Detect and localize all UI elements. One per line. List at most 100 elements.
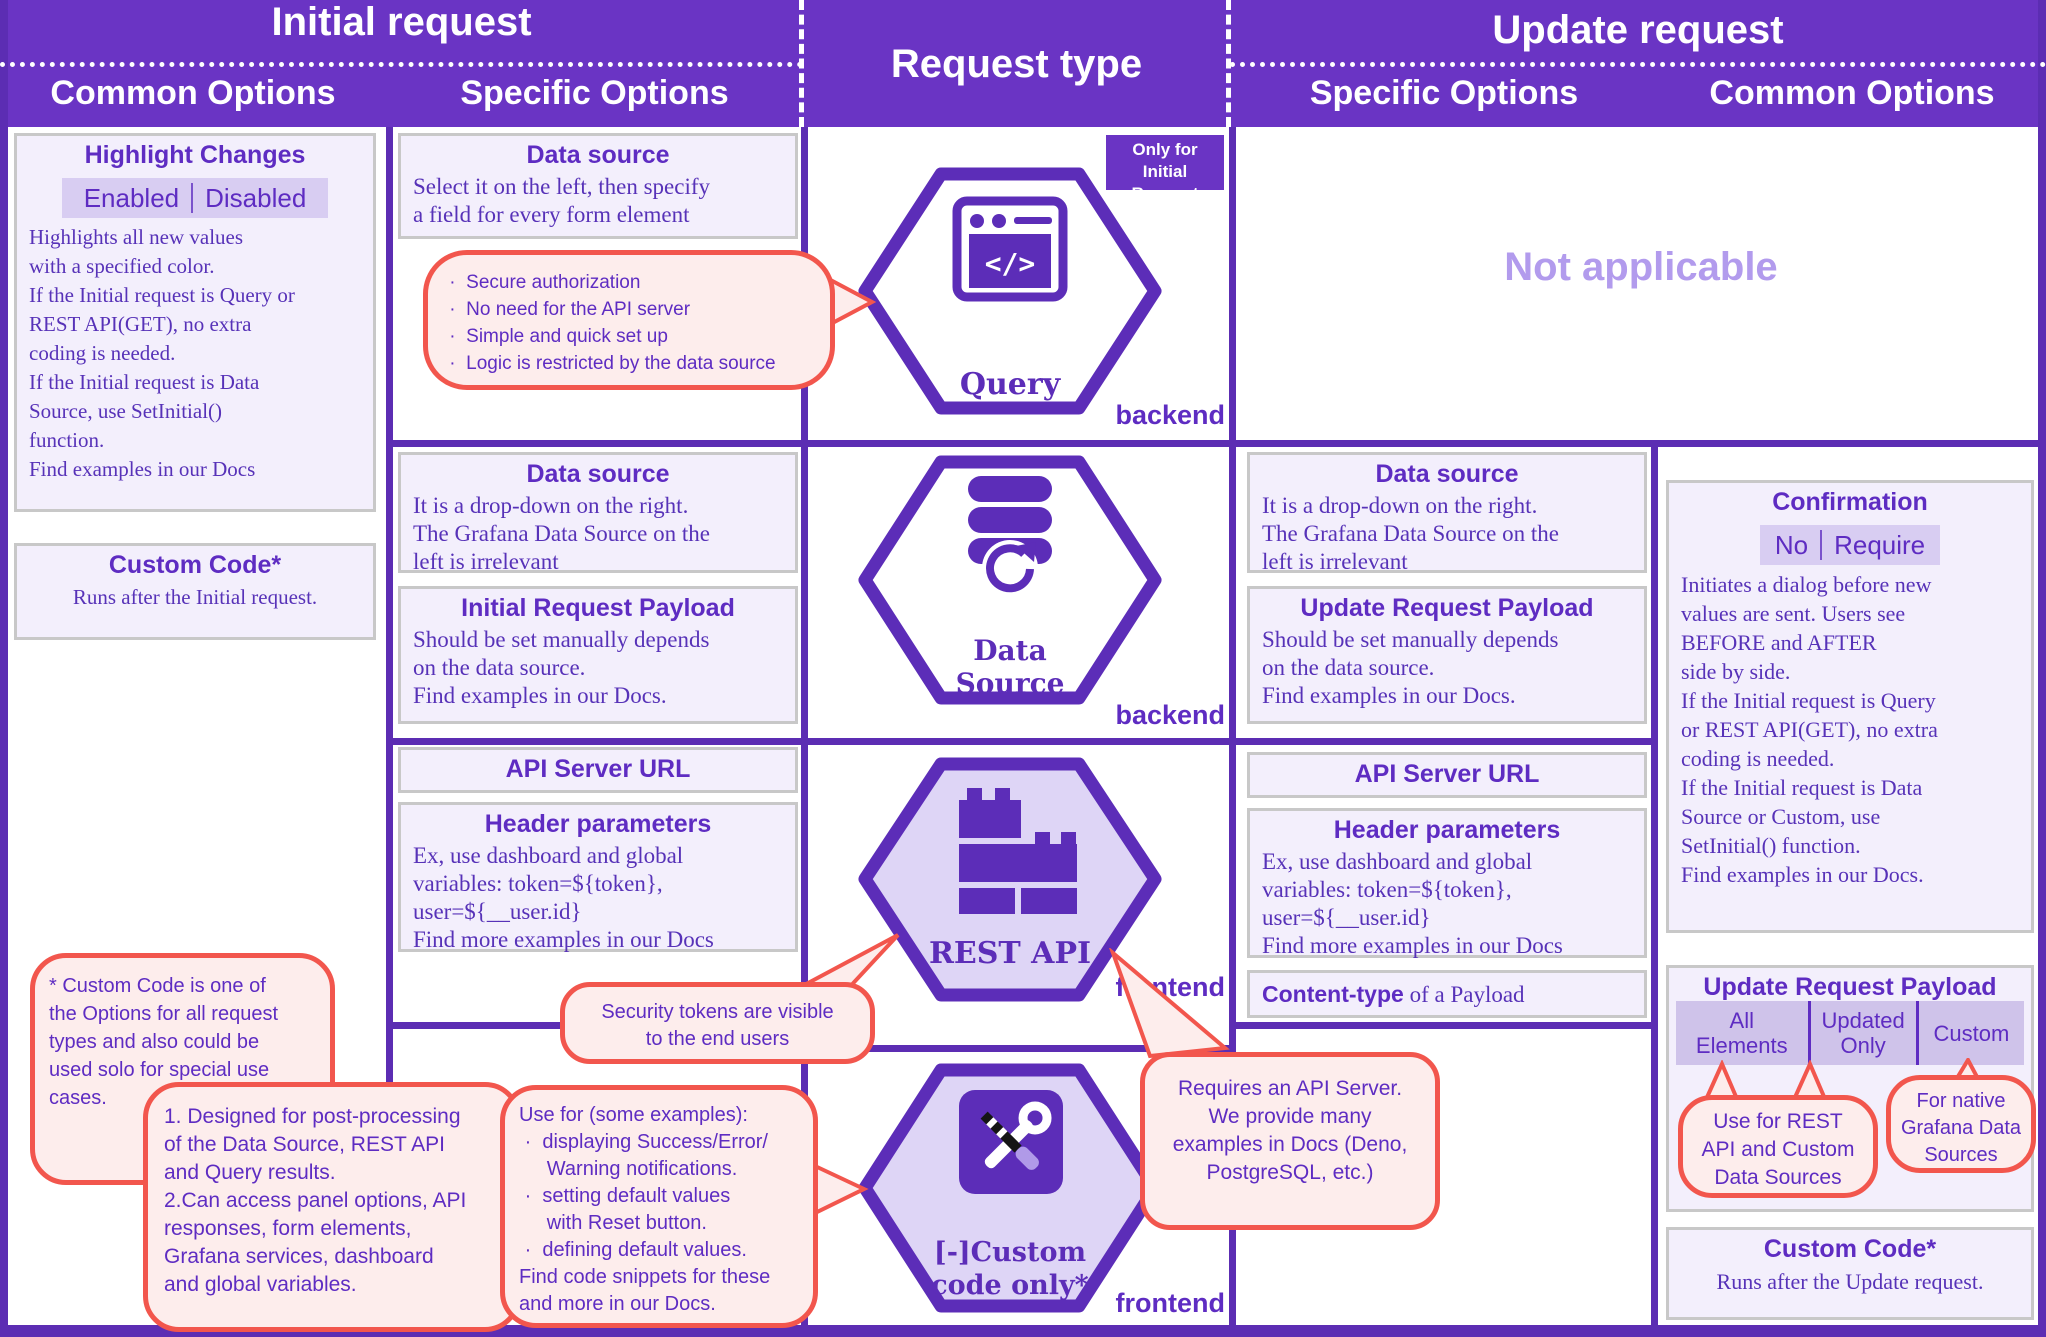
custom-code-initial-box: Custom Code* Runs after the Initial requ… (14, 543, 376, 640)
not-applicable-label: Not applicable (1504, 245, 1778, 289)
initial-ds-data-source-body: It is a drop-down on the right. The Graf… (413, 493, 710, 574)
query-label: Query (959, 367, 1061, 402)
divider-row3-row4-right (1229, 1022, 1658, 1029)
requires-api-callout-tail (1109, 948, 1230, 1059)
edge-right (2038, 0, 2046, 1337)
initial-ds-data-source-box: Data source It is a drop-down on the rig… (398, 452, 798, 574)
divider-col3-col4 (1229, 127, 1236, 1330)
tab-custom[interactable]: Custom (1915, 1001, 2024, 1065)
initial-header-parameters-title: Header parameters (484, 810, 712, 838)
header-common-options-update: Common Options (1709, 74, 1995, 112)
initial-header-parameters-body: Ex, use dashboard and global variables: … (413, 843, 714, 952)
initial-query-data-source-box: Data source Select it on the left, then … (398, 133, 798, 239)
initial-header-parameters-box: Header parameters Ex, use dashboard and … (398, 802, 798, 952)
header-dashed-divider-right (1226, 0, 1231, 127)
divider-row1-row2 (386, 440, 2046, 447)
divider-row3-row4-center (801, 1045, 1236, 1052)
header-specific-options-initial: Specific Options (460, 74, 729, 112)
divider-col2-col3 (801, 127, 808, 1330)
initial-request-payload-title: Initial Request Payload (461, 594, 735, 622)
custom-label: [-]Custom code only* (931, 1237, 1089, 1301)
update-header-parameters-box: Header parameters Ex, use dashboard and … (1247, 808, 1647, 958)
content-type-line: Content-type of a Payload (1250, 973, 1644, 1008)
content-type-rest: of a Payload (1403, 982, 1525, 1007)
header-specific-options-update: Specific Options (1309, 74, 1579, 112)
tools-icon (959, 1090, 1063, 1194)
query-hexagon: </> Query (855, 162, 1165, 420)
only-for-initial-request-badge: Only for Initial Request (1106, 135, 1224, 203)
toggle-disabled[interactable]: Disabled (205, 182, 307, 213)
toggle-no[interactable]: No (1774, 529, 1809, 560)
data-source-hexagon: Data Source (855, 450, 1165, 710)
custom-hexagon: [-]Custom code only* (855, 1058, 1165, 1318)
data-source-side-label: backend (1115, 700, 1225, 730)
update-payload-options-title: Update Request Payload (1703, 973, 1997, 1001)
custom-code-update-title: Custom Code* (1763, 1235, 1937, 1263)
update-request-payload-body: Should be set manually depends on the da… (1262, 627, 1559, 708)
initial-request-payload-box: Initial Request Payload Should be set ma… (398, 586, 798, 724)
rest-api-hexagon: REST API (855, 752, 1165, 1007)
update-request-payload-title: Update Request Payload (1300, 594, 1594, 622)
designed-note-callout: 1. Designed for post-processing of the D… (143, 1082, 521, 1332)
content-type-bold: Content-type (1262, 981, 1404, 1007)
edge-left (0, 0, 8, 1337)
header-common-options-initial: Common Options (50, 74, 336, 112)
confirmation-toggle[interactable]: No Require (1760, 525, 1940, 565)
custom-code-update-box: Custom Code* Runs after the Update reque… (1666, 1227, 2034, 1320)
security-note-callout: Security tokens are visible to the end u… (560, 982, 875, 1064)
rest-api-label: REST API (928, 936, 1092, 971)
custom-callout-tail (813, 1162, 869, 1217)
tab-all-elements[interactable]: All Elements (1695, 1008, 1788, 1058)
toggle-enabled[interactable]: Enabled (83, 182, 180, 213)
query-side-label: backend (1115, 400, 1225, 430)
update-ds-data-source-body: It is a drop-down on the right. The Graf… (1262, 493, 1559, 574)
database-sync-icon (968, 476, 1052, 596)
header-dotted-divider-left (0, 62, 803, 67)
update-payload-tabs: All Elements Updated Only Custom (1676, 1001, 2024, 1065)
highlight-changes-body: Highlights all new values with a specifi… (29, 225, 295, 481)
use-for-rest-callout: Use for REST API and Custom Data Sources (1678, 1095, 1878, 1198)
toggle-require[interactable]: Require (1834, 529, 1926, 560)
confirmation-title: Confirmation (1772, 488, 1928, 516)
initial-api-server-url-title: API Server URL (505, 755, 691, 783)
update-header-parameters-body: Ex, use dashboard and global variables: … (1262, 849, 1563, 958)
custom-use-for-callout: Use for (some examples): · displaying Su… (500, 1085, 818, 1328)
custom-code-update-body: Runs after the Update request. (1716, 1269, 1984, 1294)
header-request-type: Request type (890, 42, 1143, 86)
header-initial-request: Initial request (271, 0, 532, 44)
divider-row2-row3 (386, 738, 1658, 745)
custom-code-initial-title: Custom Code* (108, 551, 282, 579)
update-header-parameters-title: Header parameters (1333, 816, 1561, 844)
custom-code-initial-body: Runs after the Initial request. (72, 585, 318, 609)
initial-api-server-url-box: API Server URL (398, 747, 798, 793)
initial-query-data-source-body: Select it on the left, then specify a fi… (413, 174, 710, 227)
update-api-server-url-title: API Server URL (1354, 760, 1540, 788)
query-benefits-callout: · Secure authorization · No need for the… (423, 250, 835, 390)
for-native-grafana-callout: For native Grafana Data Sources (1886, 1075, 2036, 1173)
toggle-separator (191, 183, 194, 213)
browser-code-icon: </> (952, 196, 1068, 302)
edge-bottom (0, 1325, 2046, 1337)
update-request-payload-box: Update Request Payload Should be set man… (1247, 586, 1647, 724)
svg-text:</>: </> (985, 247, 1036, 280)
header-update-request: Update request (1492, 8, 1784, 52)
update-ds-data-source-box: Data source It is a drop-down on the rig… (1247, 452, 1647, 574)
confirmation-box: Confirmation No Require Initiates a dial… (1666, 480, 2034, 933)
initial-query-data-source-title: Data source (526, 141, 670, 169)
header-dashed-divider-left (799, 0, 804, 127)
divider-col4-col5 (1651, 445, 1658, 1330)
highlight-changes-toggle[interactable]: Enabled Disabled (62, 178, 328, 218)
highlight-changes-box: Highlight Changes Enabled Disabled Highl… (14, 133, 376, 512)
toggle-separator (1820, 530, 1823, 560)
highlight-changes-title: Highlight Changes (84, 141, 306, 169)
requires-api-callout: Requires an API Server. We provide many … (1140, 1052, 1440, 1230)
update-api-server-url-box: API Server URL (1247, 752, 1647, 798)
initial-request-payload-body: Should be set manually depends on the da… (413, 627, 710, 708)
initial-ds-data-source-title: Data source (526, 460, 670, 488)
divider-col1-col2 (386, 127, 393, 1330)
custom-side-label: frontend (1115, 1288, 1225, 1318)
header-dotted-divider-right (1230, 62, 2046, 67)
confirmation-body: Initiates a dialog before new values are… (1681, 572, 1938, 887)
tab-updated-only[interactable]: Updated Only (1807, 1001, 1916, 1065)
